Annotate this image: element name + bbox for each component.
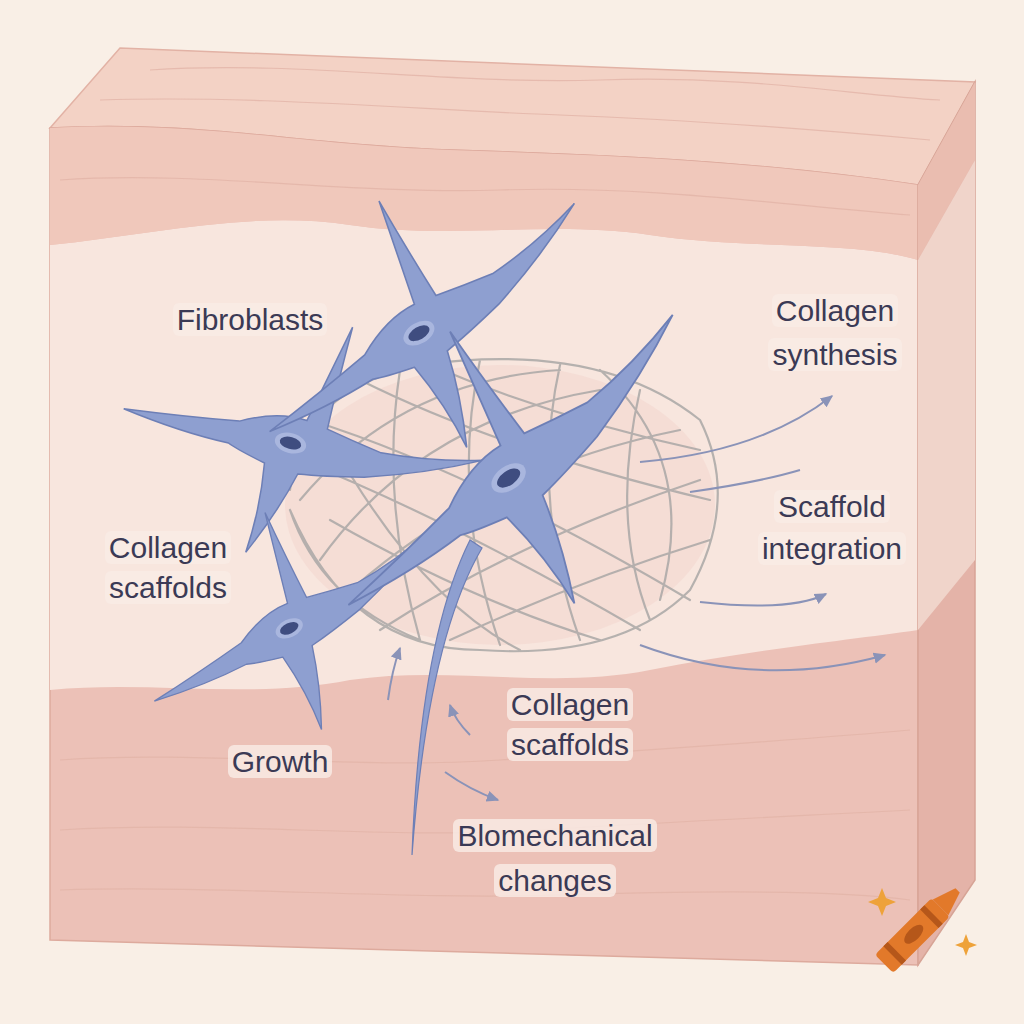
arrow	[450, 705, 470, 735]
crayon-tip	[933, 883, 966, 916]
arrow	[690, 470, 800, 492]
label-box: Blomechanical changes	[410, 813, 700, 903]
fibroblast-cell	[102, 452, 489, 789]
crayon-band	[883, 942, 906, 965]
epidermis-layer	[50, 126, 918, 260]
label-box: Fibroblasts	[120, 300, 380, 340]
arrow	[445, 772, 498, 800]
label-text: Growth	[228, 745, 333, 778]
label-text: Fibroblasts	[173, 303, 328, 336]
skin-texture	[60, 68, 940, 900]
sparkle	[955, 934, 977, 956]
crayon-label	[901, 922, 926, 947]
label-box: Collagen scaffolds	[470, 685, 670, 765]
side-dermis	[918, 160, 975, 630]
arrow	[700, 594, 826, 606]
crayon-logo	[875, 881, 967, 973]
crayon-band	[920, 905, 943, 928]
process-arrows	[388, 396, 885, 800]
arrow	[388, 648, 400, 700]
cell-process	[412, 540, 482, 855]
label-text: Collagen scaffolds	[105, 531, 231, 604]
arrow	[640, 645, 885, 670]
crayon-body	[875, 898, 950, 973]
label-text: Collagen synthesis	[768, 294, 901, 371]
fibroblast-cell	[253, 221, 776, 710]
label-box: Growth	[195, 741, 365, 783]
skin-side-face	[918, 82, 975, 965]
label-box: Collagen scaffolds	[68, 528, 268, 608]
label-box: Scaffold integration	[727, 486, 937, 570]
label-box: Collagen synthesis	[735, 289, 935, 377]
label-text: Scaffold integration	[758, 490, 906, 565]
skin-front-face	[50, 126, 918, 965]
label-text: Blomechanical changes	[453, 819, 656, 897]
sparkle	[868, 888, 896, 916]
arrow	[640, 396, 832, 462]
label-text: Collagen scaffolds	[507, 688, 633, 761]
